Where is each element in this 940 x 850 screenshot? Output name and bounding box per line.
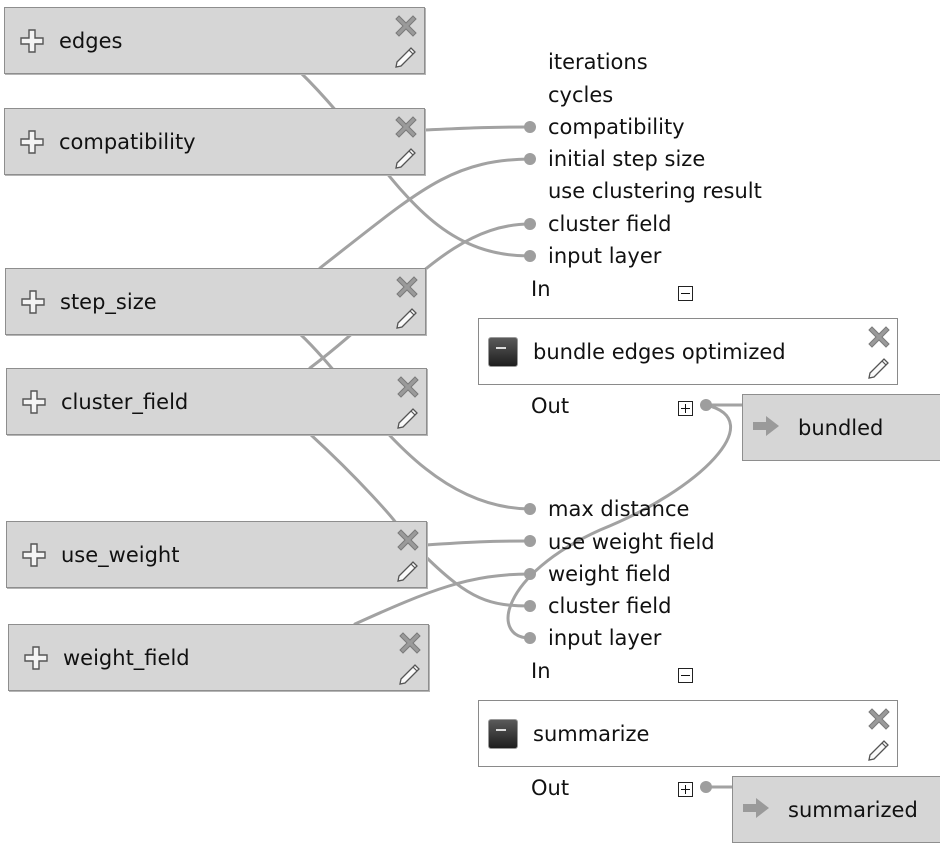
- collapse-toggle[interactable]: [678, 668, 693, 683]
- node-label: edges: [59, 28, 123, 53]
- param-input-layer: input layer: [548, 626, 662, 650]
- param-max-distance: max distance: [548, 497, 690, 521]
- terminal-icon: [488, 718, 518, 749]
- pencil-icon[interactable]: [393, 303, 421, 331]
- arrow-right-icon: [743, 798, 769, 818]
- close-icon[interactable]: [392, 12, 420, 40]
- param-port[interactable]: [524, 600, 536, 612]
- param-port[interactable]: [524, 632, 536, 644]
- node-label: compatibility: [59, 129, 196, 154]
- param-compatibility: compatibility: [548, 115, 685, 139]
- output-port[interactable]: [700, 781, 712, 793]
- output-port[interactable]: [700, 399, 712, 411]
- plus-icon: [22, 389, 46, 414]
- input-node-weight-field[interactable]: weight_field: [8, 624, 429, 691]
- in-label: In: [531, 277, 551, 301]
- param-cluster-field: cluster field: [548, 212, 672, 236]
- algorithm-node-summarize[interactable]: summarize: [478, 700, 898, 767]
- pencil-icon[interactable]: [392, 143, 420, 171]
- param-port[interactable]: [524, 568, 536, 580]
- param-use-weight-field: use weight field: [548, 530, 715, 554]
- param-port[interactable]: [524, 250, 536, 262]
- close-icon[interactable]: [865, 323, 893, 351]
- close-icon[interactable]: [865, 705, 893, 733]
- node-label: summarize: [533, 721, 650, 746]
- input-node-use-weight[interactable]: use_weight: [6, 521, 427, 588]
- pencil-icon[interactable]: [865, 353, 893, 381]
- output-node-bundled[interactable]: bundled: [742, 394, 940, 461]
- param-port[interactable]: [524, 121, 536, 133]
- plus-icon: [22, 542, 46, 567]
- wire-compatibility-to-compatibility: [423, 125, 532, 132]
- param-iterations: iterations: [548, 50, 648, 74]
- terminal-icon: [488, 336, 518, 367]
- close-icon[interactable]: [392, 113, 420, 141]
- algorithm-node-bundle-edges-optimized[interactable]: bundle edges optimized: [478, 318, 898, 385]
- output-node-summarized[interactable]: summarized: [732, 776, 940, 843]
- node-label: use_weight: [61, 542, 180, 567]
- wire-step-size-to-initial-step-size: [318, 157, 532, 270]
- plus-icon: [21, 289, 45, 314]
- pencil-icon[interactable]: [396, 659, 424, 687]
- close-icon[interactable]: [396, 629, 424, 657]
- node-label: cluster_field: [61, 389, 189, 414]
- arrow-right-icon: [753, 416, 779, 436]
- pencil-icon[interactable]: [394, 556, 422, 584]
- wire-use-weight-to-cluster-field: [424, 555, 532, 608]
- pencil-icon[interactable]: [394, 403, 422, 431]
- plus-icon: [20, 129, 44, 154]
- node-label: bundle edges optimized: [533, 339, 786, 364]
- expand-toggle[interactable]: [678, 782, 693, 797]
- input-node-compatibility[interactable]: compatibility: [4, 108, 425, 175]
- input-node-step-size[interactable]: step_size: [5, 268, 426, 335]
- plus-icon: [24, 645, 48, 670]
- pencil-icon[interactable]: [392, 42, 420, 70]
- plus-icon: [20, 28, 44, 53]
- param-weight-field: weight field: [548, 562, 671, 586]
- param-port[interactable]: [524, 153, 536, 165]
- param-cycles: cycles: [548, 83, 614, 107]
- input-node-cluster-field[interactable]: cluster_field: [6, 368, 427, 435]
- out-label: Out: [531, 394, 570, 418]
- param-initial-step-size: initial step size: [548, 147, 706, 171]
- expand-toggle[interactable]: [678, 401, 693, 416]
- wire-compatibility-to-use-weight: [308, 432, 400, 528]
- out-label: Out: [531, 776, 570, 800]
- param-port[interactable]: [524, 218, 536, 230]
- node-label: step_size: [60, 289, 157, 314]
- input-node-edges[interactable]: edges: [4, 7, 425, 74]
- param-use-clustering-result: use clustering result: [548, 179, 762, 203]
- param-port[interactable]: [524, 503, 536, 515]
- node-label: weight_field: [63, 645, 190, 670]
- param-port[interactable]: [524, 535, 536, 547]
- in-label: In: [531, 659, 551, 683]
- param-input-layer: input layer: [548, 244, 662, 268]
- close-icon[interactable]: [394, 526, 422, 554]
- pencil-icon[interactable]: [865, 735, 893, 763]
- node-label: summarized: [788, 797, 918, 822]
- wire-use-weight-to-use-weight-field: [424, 539, 532, 547]
- collapse-toggle[interactable]: [678, 286, 693, 301]
- param-cluster-field: cluster field: [548, 594, 672, 618]
- node-label: bundled: [798, 415, 884, 440]
- close-icon[interactable]: [393, 273, 421, 301]
- close-icon[interactable]: [394, 373, 422, 401]
